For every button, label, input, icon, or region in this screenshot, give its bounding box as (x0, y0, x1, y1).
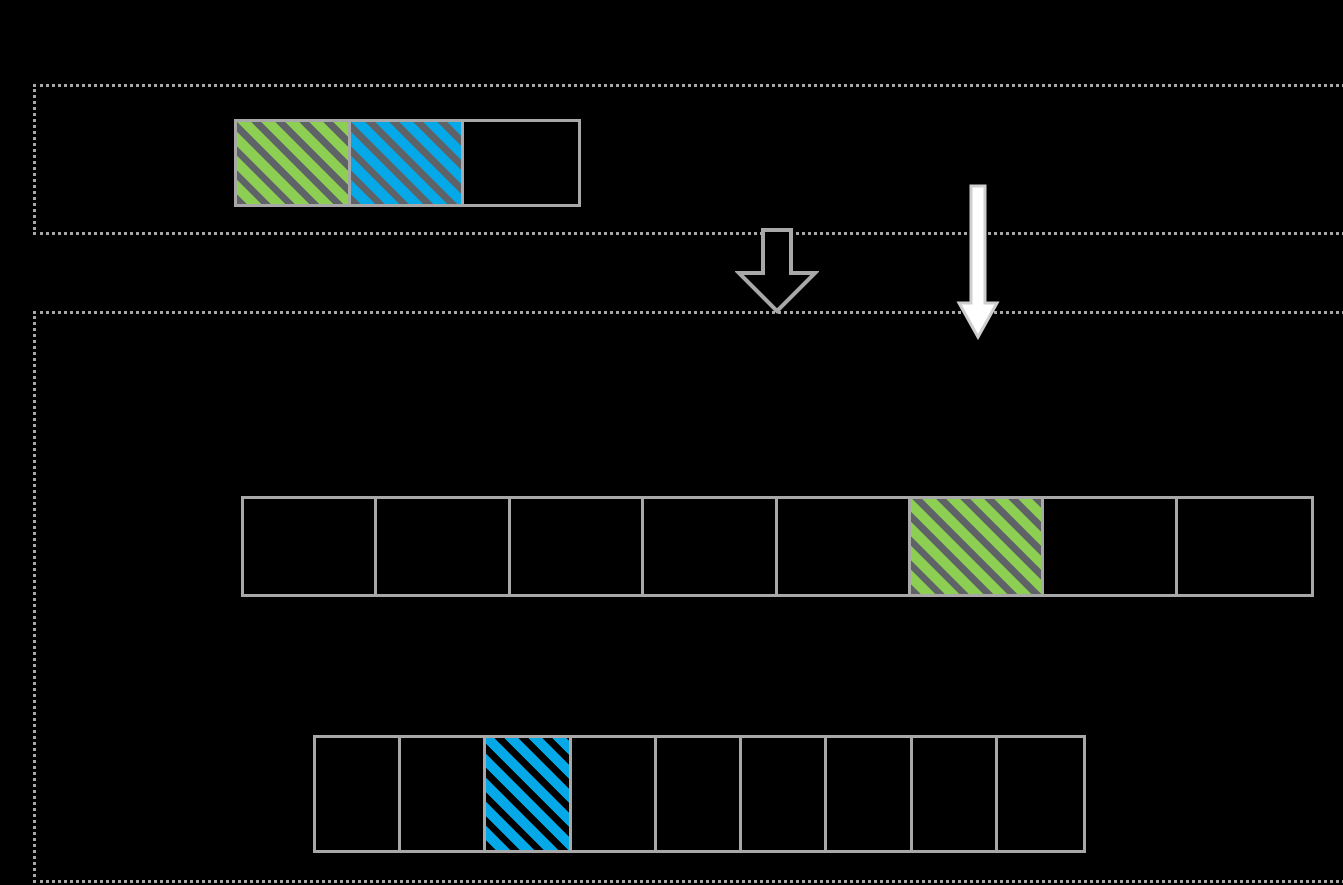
dest-b-cell-0[interactable] (316, 738, 402, 850)
dest-b-cell-8[interactable] (997, 738, 1083, 850)
destination-cell-row-b (313, 735, 1086, 853)
dest-a-cell-1[interactable] (377, 499, 511, 594)
source-cell-2[interactable] (464, 122, 578, 204)
source-cell-row (234, 119, 581, 207)
target-region (33, 311, 1343, 883)
thin-arrow-down-filled-icon (955, 183, 1001, 341)
dest-a-cell-7[interactable] (1177, 499, 1311, 594)
dest-b-cell-5[interactable] (742, 738, 828, 850)
source-cell-1[interactable] (350, 122, 465, 204)
dest-a-cell-6[interactable] (1044, 499, 1178, 594)
dest-a-cell-0[interactable] (244, 499, 378, 594)
dest-a-cell-2[interactable] (510, 499, 645, 594)
dest-b-cell-6[interactable] (827, 738, 913, 850)
dest-b-cell-1[interactable] (401, 738, 487, 850)
dest-a-cell-5[interactable] (910, 499, 1045, 594)
dest-b-cell-2[interactable] (486, 738, 572, 850)
destination-cell-row-a (241, 496, 1314, 597)
dest-a-cell-3[interactable] (644, 499, 778, 594)
block-arrow-down-outline-icon (734, 228, 820, 314)
dest-b-cell-4[interactable] (656, 738, 743, 850)
dest-b-cell-7[interactable] (912, 738, 998, 850)
dest-b-cell-3[interactable] (571, 738, 657, 850)
dest-a-cell-4[interactable] (777, 499, 911, 594)
source-cell-0[interactable] (237, 122, 351, 204)
source-region (33, 84, 1343, 235)
